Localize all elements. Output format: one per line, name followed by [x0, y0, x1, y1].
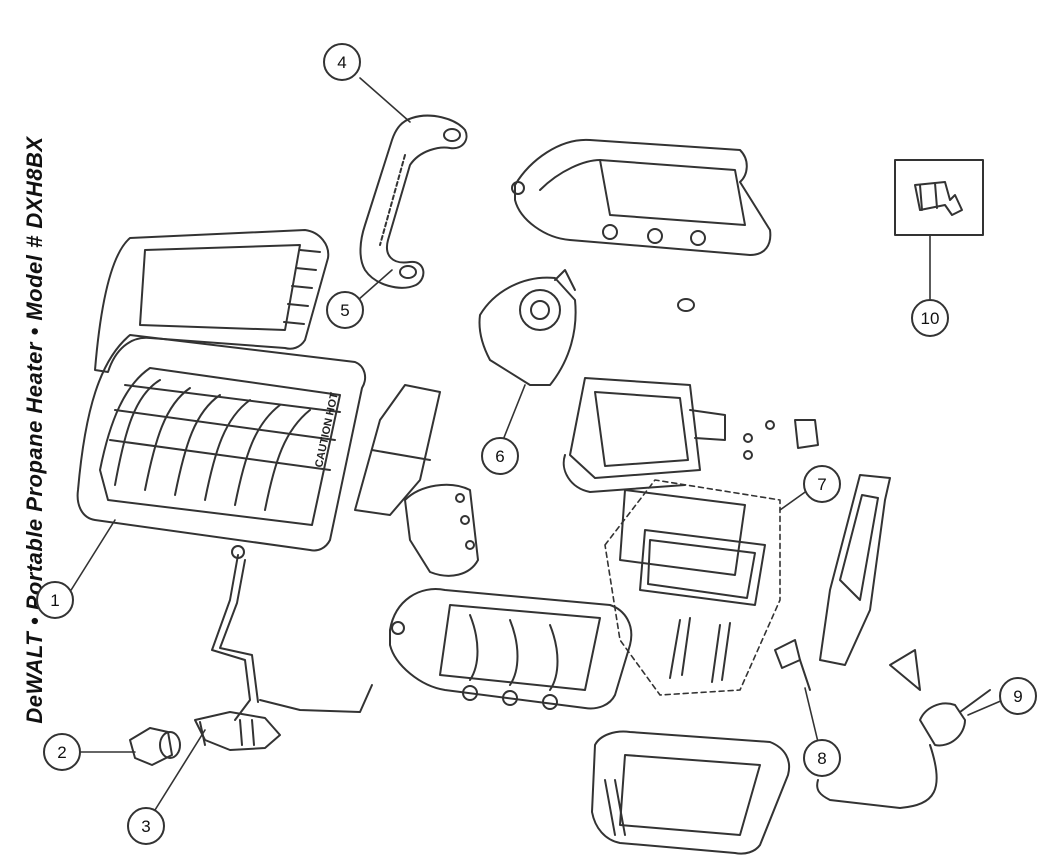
callout-3: 3 [127, 807, 165, 845]
callout-8: 8 [803, 739, 841, 777]
leader-lines [67, 77, 1004, 811]
svg-text:5: 5 [340, 301, 349, 320]
bottom-frame-part [591, 730, 790, 855]
rear-shell-part [94, 229, 330, 373]
svg-text:2: 2 [57, 743, 66, 762]
callouts: 1 2 3 4 5 6 7 8 [36, 43, 1037, 845]
callout-4: 4 [323, 43, 361, 81]
gasket-kit-part [604, 479, 781, 696]
svg-text:10: 10 [921, 309, 940, 328]
reflector-plate-part [354, 384, 441, 516]
small-hardware-parts [743, 419, 819, 460]
regulator-valve-part [478, 269, 577, 386]
gas-line-part [211, 545, 373, 721]
callout-1: 1 [36, 581, 74, 619]
top-housing-part [511, 138, 772, 312]
grill-guard-part: CAUTION HOT [76, 334, 367, 552]
front-base-housing-part [389, 588, 633, 710]
callout-7: 7 [803, 465, 841, 503]
fitting-part [894, 159, 984, 236]
callout-9: 9 [999, 677, 1037, 715]
callout-6: 6 [481, 437, 519, 475]
callout-10: 10 [911, 299, 949, 337]
burner-shield-part [404, 483, 479, 577]
handle-part [359, 114, 468, 289]
svg-text:1: 1 [50, 591, 59, 610]
svg-text:8: 8 [817, 749, 826, 768]
knob-part [129, 727, 181, 766]
svg-text:6: 6 [495, 447, 504, 466]
igniter-part [774, 639, 811, 691]
callout-2: 2 [43, 733, 81, 771]
callout-5: 5 [326, 291, 364, 329]
svg-text:4: 4 [337, 53, 346, 72]
grill-caution-label: CAUTION HOT [313, 391, 341, 468]
svg-text:3: 3 [141, 817, 150, 836]
control-box-part [562, 377, 726, 493]
svg-text:7: 7 [817, 475, 826, 494]
inner-panel-part [819, 474, 891, 666]
svg-text:9: 9 [1013, 687, 1022, 706]
pilot-assembly-part [816, 649, 991, 809]
